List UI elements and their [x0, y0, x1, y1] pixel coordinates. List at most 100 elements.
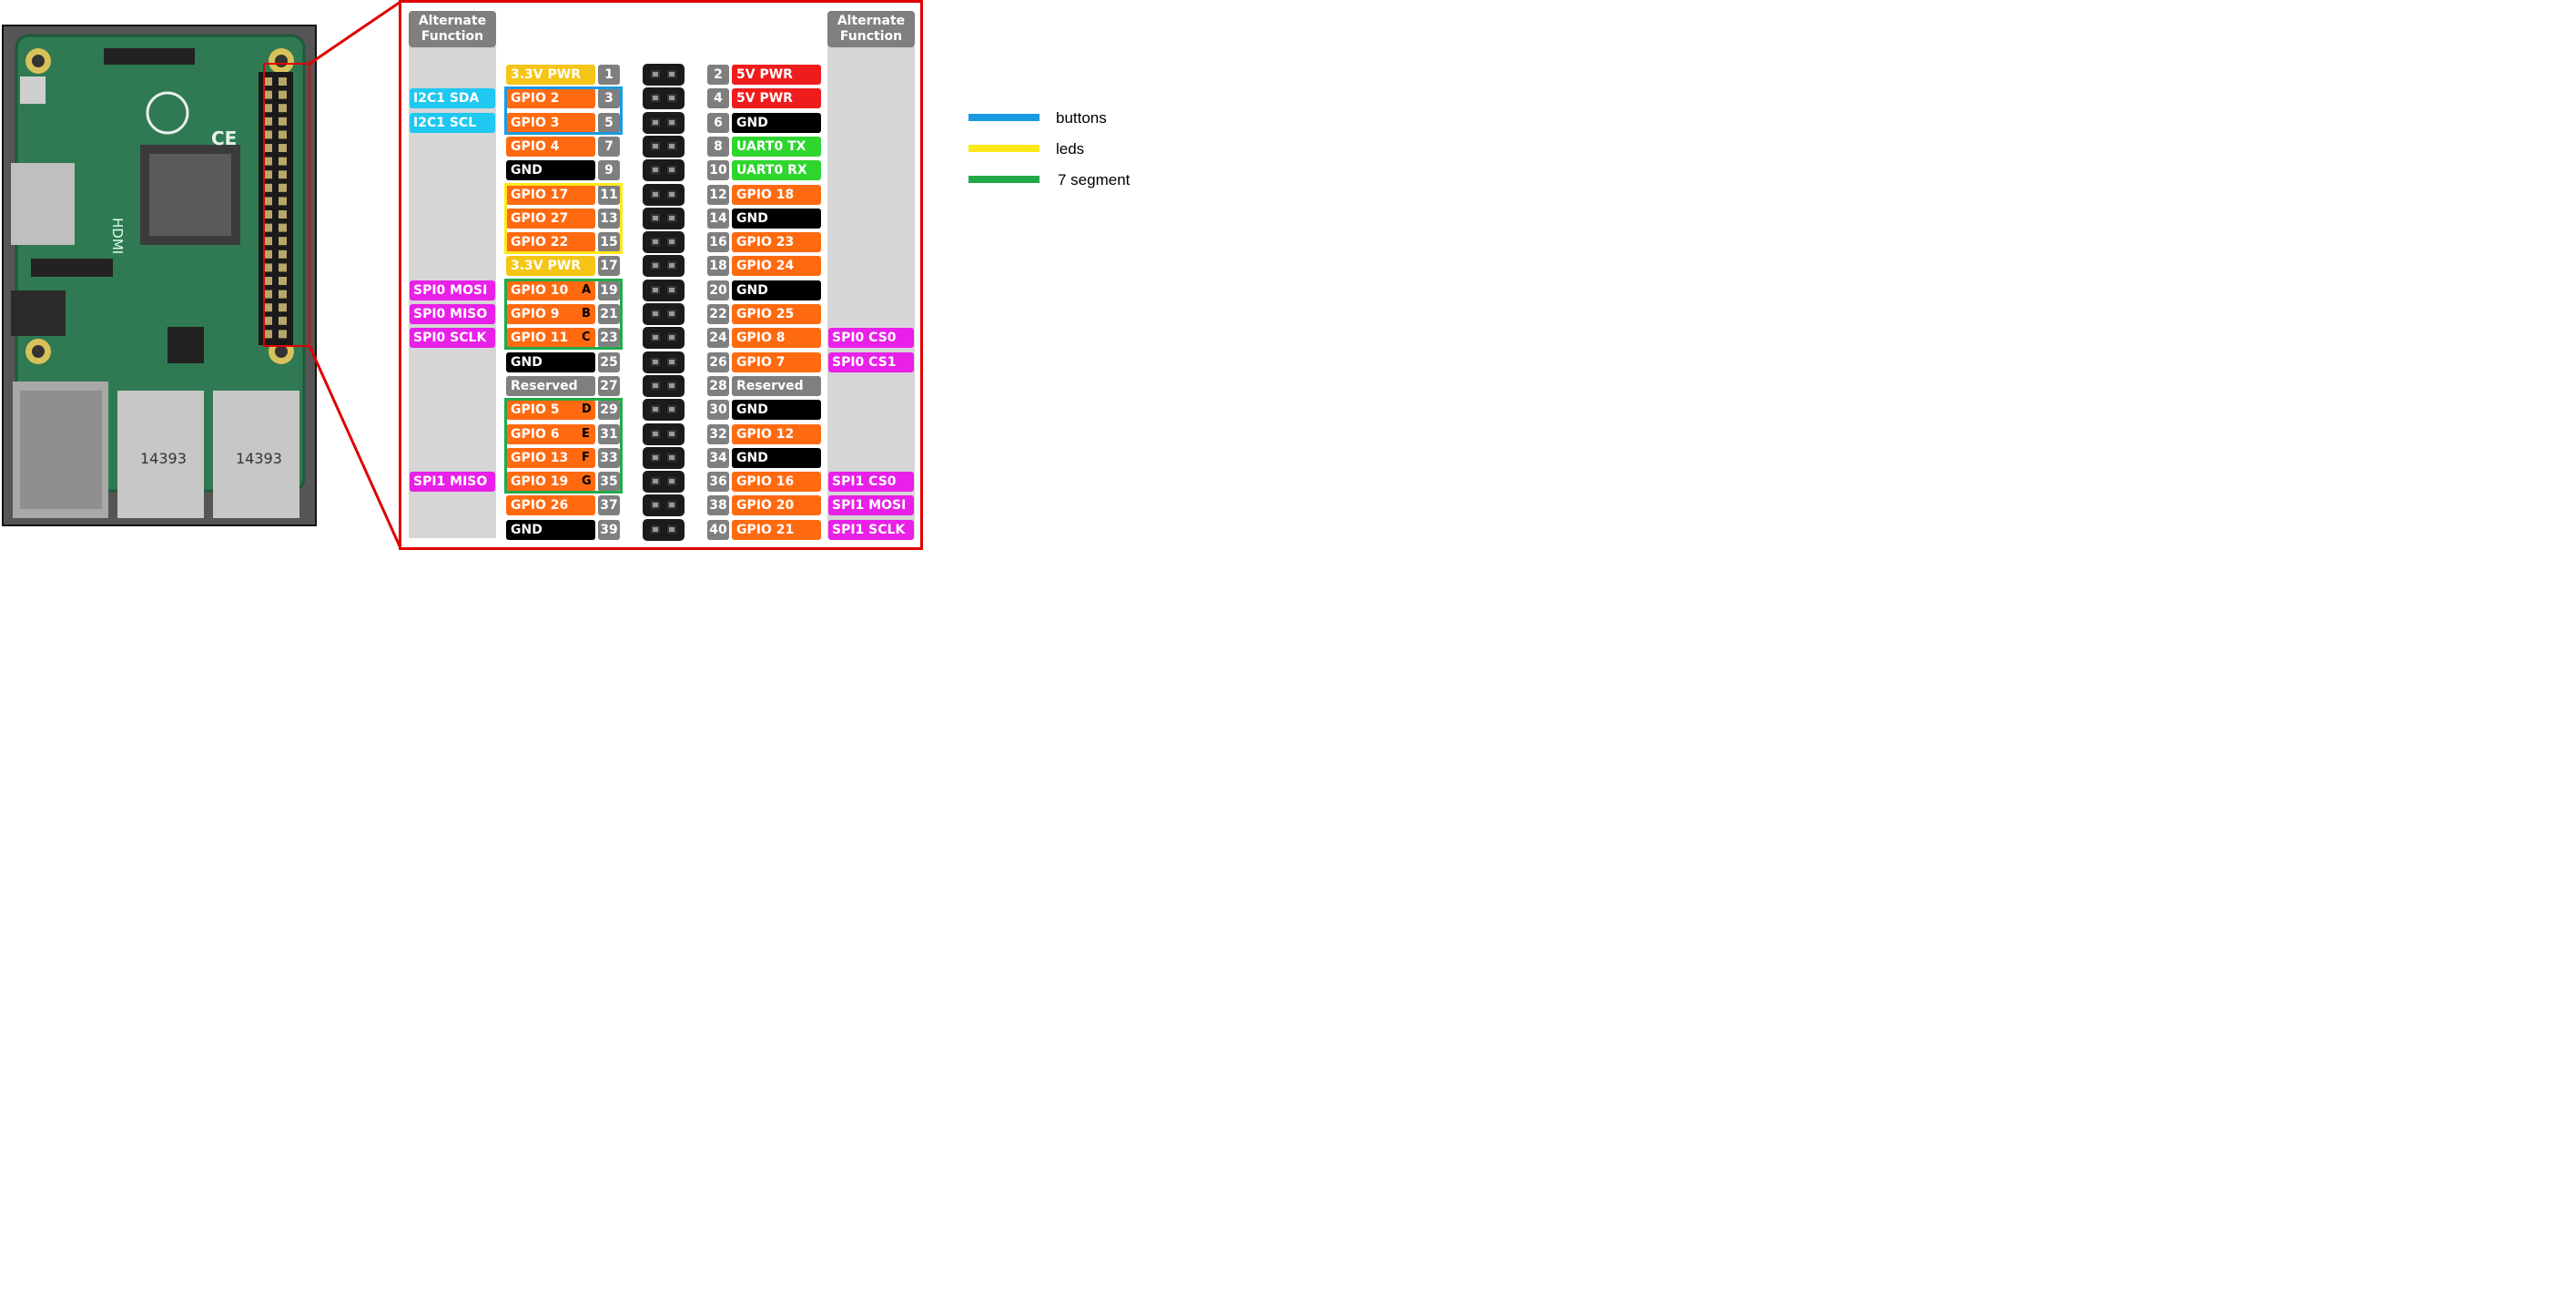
alt-function-19: SPI0 MOSI	[410, 280, 495, 300]
right-alt-header: Alternate Function	[827, 11, 915, 47]
header-pin	[667, 261, 676, 270]
pin-label-20: GND	[732, 280, 821, 300]
pin-label-32: GPIO 12	[732, 423, 821, 444]
header-pin	[651, 189, 660, 199]
header-pin	[651, 477, 660, 486]
pin-label-21: GPIO 9	[506, 304, 595, 324]
header-pin-pair	[643, 446, 685, 469]
board-header-pin	[279, 197, 287, 206]
header-pin	[651, 381, 660, 390]
header-pin	[651, 70, 660, 78]
header-pin	[651, 333, 660, 342]
pin-number-19: 19	[598, 280, 620, 300]
board-header-pin	[279, 249, 287, 259]
board-header-pin	[279, 223, 287, 232]
header-pin	[667, 166, 676, 175]
pin-label-18: GPIO 24	[732, 256, 821, 277]
raspberry-pi-board-photo: HDMI CE 14393 14393	[2, 25, 317, 526]
pin-label-39: GND	[506, 519, 595, 540]
board-header-pin	[279, 263, 287, 272]
pin-number-27: 27	[598, 375, 620, 396]
pin-number-25: 25	[598, 351, 620, 372]
segment-letter-C: C	[582, 331, 591, 345]
header-pin	[651, 405, 660, 414]
alt-function-5: I2C1 SCL	[410, 112, 495, 133]
pin-label-9: GND	[506, 160, 595, 181]
header-pin	[651, 429, 660, 438]
board-header-pin	[264, 210, 272, 219]
header-pin	[667, 405, 676, 414]
alt-function-36: SPI1 CS0	[828, 472, 914, 493]
header-pin-pair	[643, 279, 685, 301]
header-pin-pair	[643, 255, 685, 278]
usb-marking-2: 14393	[236, 450, 282, 467]
legend-label-1: leds	[1056, 140, 1085, 158]
pin-number-26: 26	[707, 351, 729, 372]
pin-number-23: 23	[598, 328, 620, 349]
header-pin	[667, 117, 676, 127]
board-header-pin	[279, 170, 287, 179]
pin-number-18: 18	[707, 256, 729, 277]
board-header-pin	[279, 290, 287, 299]
usb-marking-1: 14393	[140, 450, 187, 467]
hdmi-silkscreen: HDMI	[109, 218, 126, 254]
header-pin	[667, 477, 676, 486]
pin-number-22: 22	[707, 304, 729, 324]
pin-number-8: 8	[707, 136, 729, 157]
pin-label-8: UART0 TX	[732, 136, 821, 157]
header-pin-pair	[643, 374, 685, 397]
pin-number-37: 37	[598, 495, 620, 516]
header-pin	[667, 453, 676, 462]
gpio-pinout-diagram: Alternate Function Alternate Function 3.…	[399, 0, 923, 550]
pin-label-19: GPIO 10	[506, 280, 595, 300]
left-alt-header: Alternate Function	[409, 11, 496, 47]
header-pin	[667, 213, 676, 222]
legend-swatch-2	[969, 176, 1040, 183]
board-header-pin	[279, 144, 287, 152]
pin-number-6: 6	[707, 112, 729, 133]
pin-label-16: GPIO 23	[732, 232, 821, 253]
header-pin-pair	[643, 471, 685, 494]
pin-label-29: GPIO 5	[506, 400, 595, 421]
pin-label-5: GPIO 3	[506, 112, 595, 133]
pin-number-15: 15	[598, 232, 620, 253]
header-pin	[651, 453, 660, 462]
header-pin-pair	[643, 327, 685, 350]
header-pin-pair	[643, 423, 685, 445]
header-pin-pair	[643, 399, 685, 422]
board-header-pin	[279, 157, 287, 166]
board-header-pin	[264, 170, 272, 179]
header-pin	[667, 238, 676, 247]
pin-label-26: GPIO 7	[732, 351, 821, 372]
header-pin-pair	[643, 494, 685, 517]
pin-label-38: GPIO 20	[732, 495, 821, 516]
pin-label-4: 5V PWR	[732, 88, 821, 109]
board-header-pin	[279, 330, 287, 339]
header-pin	[667, 285, 676, 294]
right-alt-column	[827, 46, 915, 538]
board-header-pin	[279, 237, 287, 246]
header-pin-pair	[643, 351, 685, 373]
segment-letter-D: D	[582, 402, 592, 417]
pin-label-22: GPIO 25	[732, 304, 821, 324]
legend-swatch-1	[969, 145, 1040, 152]
board-header-pin	[264, 130, 272, 139]
header-pin	[667, 70, 676, 78]
pin-number-14: 14	[707, 208, 729, 229]
ce-mark: CE	[211, 127, 237, 149]
segment-letter-G: G	[582, 474, 592, 489]
board-header-pin	[264, 330, 272, 339]
pin-number-24: 24	[707, 328, 729, 349]
header-pin	[651, 141, 660, 150]
header-pin-pair	[643, 303, 685, 325]
board-header-pin	[264, 144, 272, 152]
board-header-pin	[279, 277, 287, 285]
header-pin-pair	[643, 87, 685, 110]
header-pin	[667, 189, 676, 199]
pin-number-29: 29	[598, 400, 620, 421]
header-pin	[667, 141, 676, 150]
pin-number-31: 31	[598, 423, 620, 444]
pin-label-7: GPIO 4	[506, 136, 595, 157]
pin-label-35: GPIO 19	[506, 472, 595, 493]
board-header-pin	[279, 117, 287, 126]
